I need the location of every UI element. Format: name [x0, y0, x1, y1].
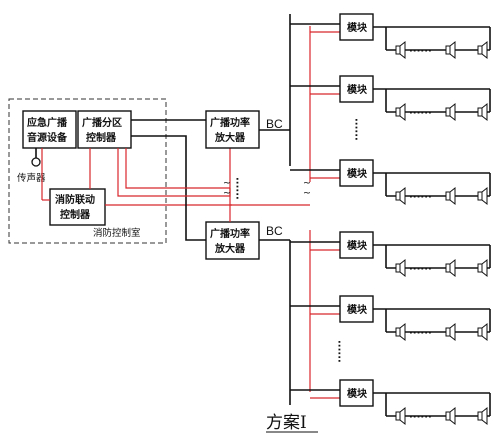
speaker-icon	[445, 45, 451, 55]
emergency-source-line2: 音源设备	[27, 131, 68, 144]
amp-break-mark-2: ~	[223, 188, 231, 199]
speaker-icon	[445, 191, 451, 201]
amplifier-1-line1: 广播功率	[210, 116, 250, 129]
control-room-boundary	[8, 98, 167, 244]
speaker-ellipsis: ······	[409, 264, 432, 275]
speaker-icon	[477, 411, 483, 421]
module-label: 模块	[347, 303, 368, 316]
speaker-cone-icon	[481, 258, 488, 278]
speaker-ellipsis: ······	[409, 412, 432, 423]
speaker-cone-icon	[399, 102, 406, 122]
control-room-red-wires	[41, 148, 232, 206]
speaker-cone-icon	[449, 322, 456, 342]
speaker-cone-icon	[399, 40, 406, 60]
speaker-cone-icon	[449, 258, 456, 278]
speaker-icon	[445, 327, 451, 337]
speaker-icon	[395, 191, 401, 201]
speaker-icon	[395, 327, 401, 337]
fire-linkage-line2: 控制器	[60, 208, 91, 221]
speaker-cone-icon	[449, 40, 456, 60]
control-room-label: 消防控制室	[93, 227, 141, 239]
upper-bus-trunk	[289, 14, 311, 182]
fire-linkage-controller-box	[49, 188, 106, 226]
amp-break-mark-1: ~	[223, 178, 231, 189]
speaker-cone-icon	[481, 186, 488, 206]
amplifier-1-bc-label: BC	[266, 117, 283, 131]
emergency-source-line1: 应急广播	[27, 116, 68, 129]
speaker-cone-icon	[399, 186, 406, 206]
speaker-cone-icon	[449, 102, 456, 122]
speaker-cone-icon	[399, 406, 406, 426]
module-label: 模块	[347, 167, 368, 180]
speaker-ellipsis: ······	[409, 46, 432, 57]
speaker-icon	[395, 107, 401, 117]
speaker-icon	[477, 191, 483, 201]
module-box	[339, 295, 374, 323]
module-label: 模块	[347, 239, 368, 252]
amplifier-2-line1: 广播功率	[210, 227, 250, 240]
bus-break-mark-1: ~	[303, 178, 311, 189]
speaker-ellipsis: ······	[409, 108, 432, 119]
speaker-cone-icon	[481, 406, 488, 426]
amplifier-2-line2: 放大器	[214, 242, 246, 255]
speaker-icon	[477, 327, 483, 337]
speaker-icon	[477, 45, 483, 55]
microphone-icon	[31, 157, 41, 167]
zone-controller-line1: 广播分区	[82, 116, 122, 129]
speaker-icon	[395, 411, 401, 421]
speaker-ellipsis: ······	[409, 192, 432, 203]
speaker-icon	[477, 263, 483, 273]
module-label: 模块	[347, 83, 368, 96]
module-box	[339, 379, 374, 407]
speaker-cone-icon	[481, 102, 488, 122]
microphone-label: 传声器	[17, 172, 46, 184]
diagram-caption: 方案Ⅰ	[266, 413, 307, 433]
amp-ellipsis: ······	[231, 177, 242, 200]
speaker-icon	[395, 263, 401, 273]
zone-controller-box	[77, 110, 132, 149]
speaker-cone-icon	[399, 322, 406, 342]
speaker-icon	[445, 411, 451, 421]
lower-module-ellipsis: ······	[333, 340, 344, 363]
module-box	[339, 75, 374, 103]
amplifier-1-box	[205, 110, 260, 149]
amplifier-1-line2: 放大器	[214, 131, 246, 144]
amplifier-2-bc-label: BC	[266, 224, 283, 238]
modules-group: 模块 ······ 模块 ······ 模块 ······ 模块 ······ 模块 ······…	[290, 13, 491, 426]
speaker-icon	[477, 107, 483, 117]
zone-controller-line2: 控制器	[86, 131, 117, 144]
bus-break-mark-2: ~	[303, 188, 311, 199]
speaker-icon	[445, 107, 451, 117]
speaker-cone-icon	[481, 322, 488, 342]
emergency-audio-source-box	[22, 110, 77, 149]
lower-bus-trunk	[289, 230, 311, 405]
module-label: 模块	[347, 387, 368, 400]
fire-linkage-line1: 消防联动	[55, 193, 95, 206]
speaker-cone-icon	[481, 40, 488, 60]
upper-module-ellipsis: ······	[350, 118, 361, 141]
speaker-icon	[395, 45, 401, 55]
speaker-cone-icon	[449, 186, 456, 206]
speaker-cone-icon	[399, 258, 406, 278]
module-label: 模块	[347, 21, 368, 34]
speaker-cone-icon	[449, 406, 456, 426]
controller-to-amp-wires	[117, 119, 231, 241]
speaker-icon	[445, 263, 451, 273]
speaker-ellipsis: ······	[409, 328, 432, 339]
